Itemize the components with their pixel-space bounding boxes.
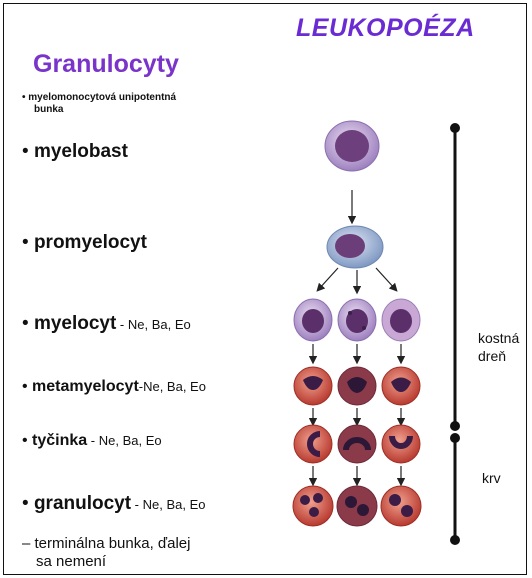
metamyelocyte-row xyxy=(294,367,420,405)
band-cell-row xyxy=(294,425,420,463)
promyelocyte-cell xyxy=(327,226,383,268)
arrow xyxy=(318,268,338,290)
bracket-blood xyxy=(450,433,460,545)
myeloblast-cell xyxy=(325,121,379,171)
granulocyte-row xyxy=(293,486,421,526)
bracket-bone-marrow xyxy=(450,123,460,431)
myelocyte-row xyxy=(294,299,420,341)
arrow xyxy=(376,268,396,290)
